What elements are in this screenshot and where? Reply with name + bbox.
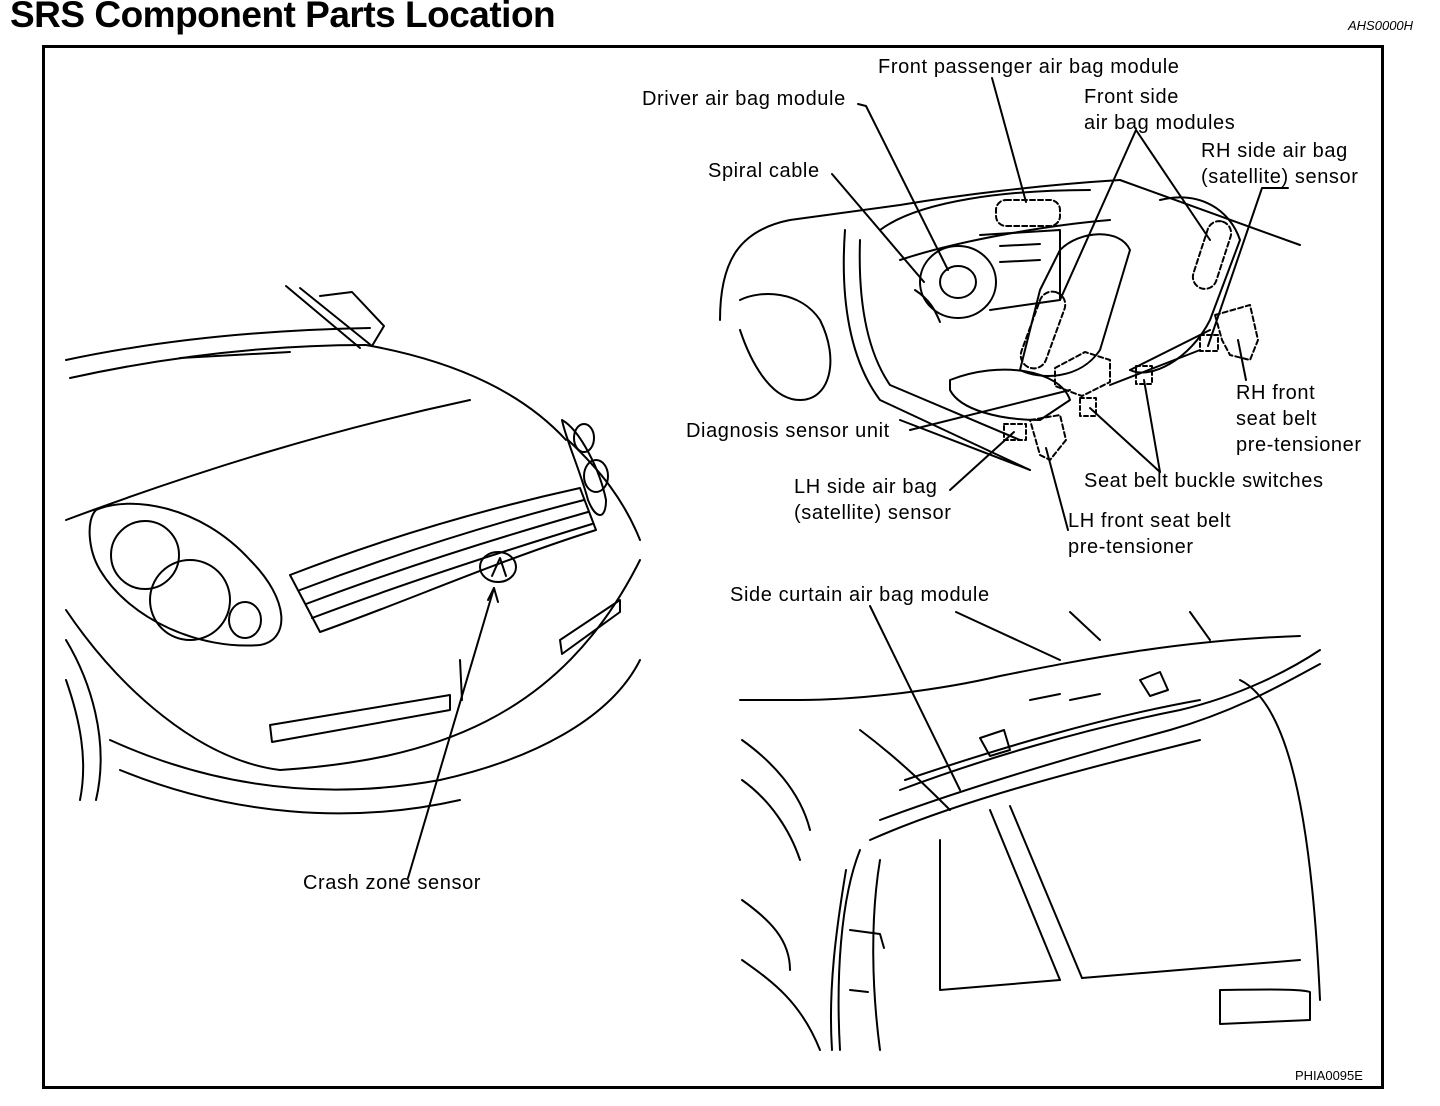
spiral-cable-leader — [831, 173, 925, 283]
label-lh-side-air-bag-sensor-line1: LH side air bag — [794, 476, 938, 498]
buckle-switch-leader-a — [1143, 379, 1161, 473]
label-seat-belt-buckle-switches: Seat belt buckle switches — [1084, 470, 1324, 492]
rh-pretensioner-leader — [1237, 339, 1247, 381]
label-lh-front-seat-belt-pretensioner-line2: pre-tensioner — [1068, 536, 1194, 558]
label-rh-front-seat-belt-pretensioner-line2: seat belt — [1236, 408, 1318, 430]
interior-illustration — [719, 179, 1301, 471]
rh-side-sensor-leader — [1207, 187, 1289, 347]
label-crash-zone-sensor: Crash zone sensor — [303, 872, 482, 894]
front-side-air-bag-leader-b — [1135, 129, 1211, 241]
crash-zone-sensor-leader — [407, 587, 495, 879]
label-lh-side-air-bag-sensor-line2: (satellite) sensor — [794, 502, 952, 524]
label-driver-air-bag-module: Driver air bag module — [642, 88, 846, 110]
label-rh-front-seat-belt-pretensioner-line3: pre-tensioner — [1236, 434, 1362, 456]
side-curtain-leader — [869, 605, 961, 791]
label-side-curtain-air-bag-module: Side curtain air bag module — [730, 584, 990, 606]
side-curtain-illustration — [739, 611, 1321, 1051]
label-rh-side-air-bag-sensor-line2: (satellite) sensor — [1201, 166, 1359, 188]
buckle-switch-leader-b — [1089, 407, 1161, 473]
label-front-passenger-air-bag-module: Front passenger air bag module — [878, 56, 1180, 78]
car-front-illustration — [65, 285, 641, 815]
label-rh-front-seat-belt-pretensioner-line1: RH front — [1236, 382, 1316, 404]
label-front-side-air-bag-modules-line2: air bag modules — [1084, 112, 1236, 134]
lh-pretensioner-leader — [1045, 447, 1069, 531]
label-front-side-air-bag-modules-line1: Front side — [1084, 86, 1179, 108]
front-side-air-bag-leader-a — [1059, 129, 1137, 301]
driver-air-bag-leader — [857, 103, 949, 271]
label-rh-side-air-bag-sensor-line1: RH side air bag — [1201, 140, 1348, 162]
figure-code: PHIA0095E — [1295, 1068, 1363, 1083]
front-passenger-air-bag-leader — [991, 77, 1027, 203]
diagnosis-unit-leader — [909, 389, 1071, 431]
diagram-frame — [42, 45, 1384, 1089]
label-diagnosis-sensor-unit: Diagnosis sensor unit — [686, 420, 890, 442]
label-spiral-cable: Spiral cable — [708, 160, 820, 182]
page-title: SRS Component Parts Location — [10, 0, 556, 35]
label-lh-front-seat-belt-pretensioner-line1: LH front seat belt — [1068, 510, 1232, 532]
lh-side-sensor-leader — [949, 431, 1015, 491]
document-code: AHS0000H — [1348, 18, 1414, 33]
